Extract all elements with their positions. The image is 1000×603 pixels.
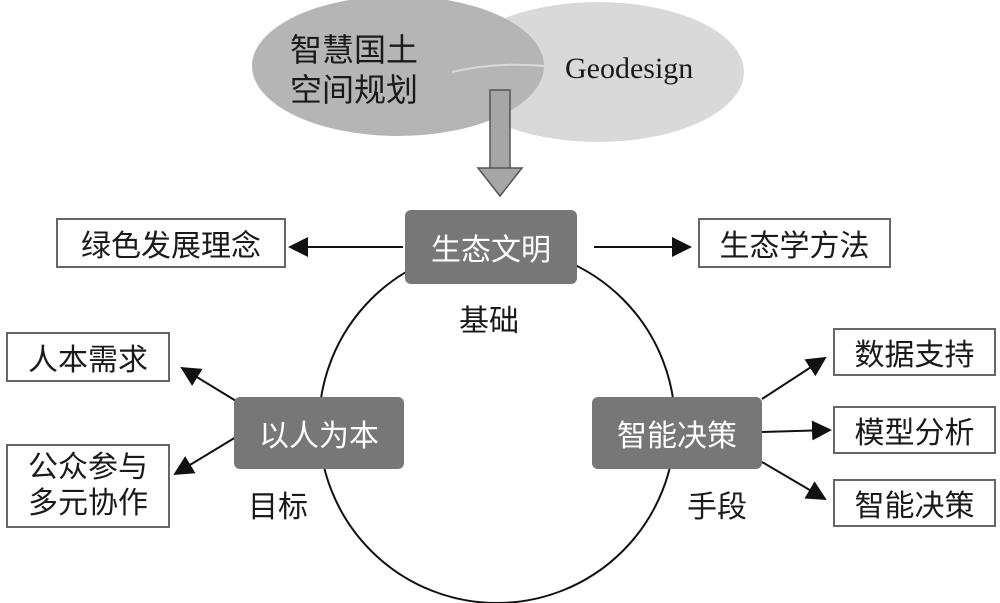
venn-left-line-2: 空间规划 (290, 71, 419, 109)
down-arrow-head (476, 167, 524, 198)
role-foundation: 基础 (459, 304, 519, 339)
box-human-needs: 人本需求 (6, 332, 170, 382)
role-goal: 目标 (248, 490, 308, 525)
box-ecology-method: 生态学方法 (698, 218, 891, 268)
box-data-support: 数据支持 (833, 328, 996, 376)
down-arrow-shaft (489, 89, 511, 171)
node-people-oriented: 以人为本 (234, 397, 404, 469)
venn-overlap-outline (451, 63, 545, 73)
role-means: 手段 (687, 490, 747, 525)
venn-right-label: Geodesign (565, 52, 694, 85)
arrow-to-public-participation (173, 433, 242, 476)
box-model-analysis: 模型分析 (833, 406, 996, 454)
public-participation-line-1: 公众参与 (28, 450, 148, 485)
arrow-to-model-analysis (761, 420, 832, 441)
venn-left-ellipse (252, 0, 544, 136)
arrow-to-smart-decision (761, 461, 827, 501)
arrow-to-data-support (761, 356, 827, 400)
box-green-development-concept: 绿色发展理念 (56, 218, 286, 268)
public-participation-line-2: 多元协作 (28, 486, 148, 521)
node-smart-decision: 智能决策 (592, 397, 762, 469)
venn-left-line-1: 智慧国土 (290, 31, 419, 69)
venn-left-label: 智慧国土 空间规划 (290, 30, 418, 110)
box-smart-decision: 智能决策 (833, 479, 996, 527)
arrow-to-human-needs (180, 366, 242, 405)
node-ecological-civilization: 生态文明 (405, 210, 577, 284)
box-public-participation: 公众参与 多元协作 (6, 444, 170, 528)
